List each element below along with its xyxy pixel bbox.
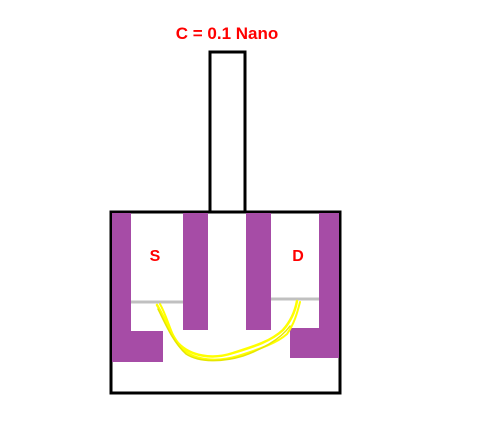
gate-right-electrode xyxy=(246,213,271,330)
source-electrode-foot xyxy=(112,331,163,362)
drain-label: D xyxy=(292,248,304,265)
gate-stem xyxy=(208,50,247,216)
source-electrode-vertical xyxy=(112,213,131,362)
drain-electrode-foot xyxy=(290,328,339,358)
channel-wire xyxy=(155,299,301,362)
source-label: S xyxy=(150,248,161,265)
capacitance-title: C = 0.1 Nano xyxy=(176,24,279,43)
gate-left-electrode xyxy=(183,213,208,330)
drain-electrode-vertical xyxy=(319,213,339,358)
